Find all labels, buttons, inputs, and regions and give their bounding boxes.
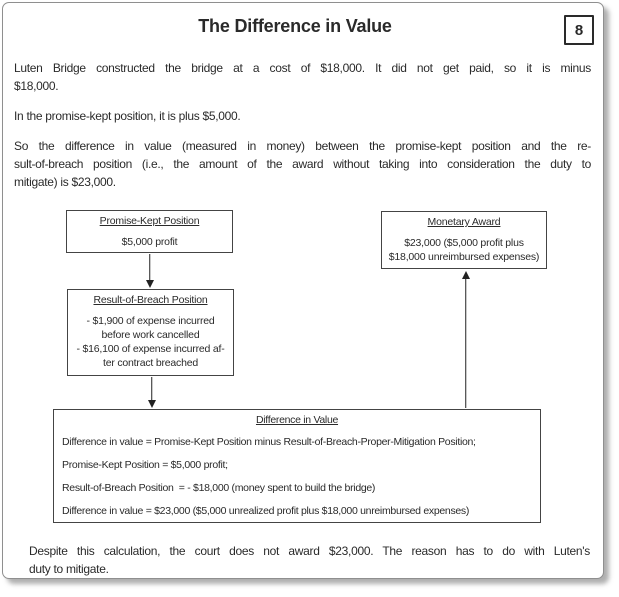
- footer-paragraph: Despite this calculation, the court does…: [29, 542, 590, 578]
- monetary-award-box: Monetary Award $23,000 ($5,000 profit pl…: [381, 211, 547, 269]
- text-line: Difference in value = Promise-Kept Posit…: [62, 436, 476, 448]
- result-of-breach-box: Result-of-Breach Position - $1,900 of ex…: [67, 289, 234, 376]
- paragraph-cost: Luten Bridge constructed the bridge at a…: [14, 59, 591, 95]
- text-line: Promise-Kept Position = $5,000 profit;: [62, 459, 228, 471]
- paragraph-promise-kept: In the promise-kept position, it is plus…: [14, 107, 591, 125]
- text-line: $18,000 unreimbursed expenses): [388, 251, 540, 263]
- arrow-up-icon: [461, 271, 470, 408]
- text-line: $5,000 profit: [121, 236, 178, 248]
- text-line: sult-of-breach position (i.e., the amoun…: [14, 157, 591, 171]
- page-number-box: 8: [564, 15, 594, 45]
- box-body: $5,000 profit: [67, 235, 232, 249]
- text-line: Difference in value = $23,000 ($5,000 un…: [62, 505, 470, 517]
- text-line: duty to mitigate.: [29, 562, 109, 576]
- text-line: $23,000 ($5,000 profit plus: [404, 237, 524, 249]
- page-title: The Difference in Value: [198, 16, 392, 36]
- box-title: Monetary Award: [427, 216, 501, 228]
- arrow-down-icon: [145, 254, 154, 288]
- text-line: - $16,100 of expense incurred af-: [76, 343, 225, 355]
- box-body: $23,000 ($5,000 profit plus $18,000 unrei…: [382, 236, 546, 264]
- box-title: Promise-Kept Position: [99, 215, 200, 227]
- box-body: Difference in value = Promise-Kept Posit…: [54, 431, 540, 523]
- box-title: Result-of-Breach Position: [93, 294, 208, 306]
- arrow-down-icon: [147, 377, 156, 408]
- text-line: mitigate) is $23,000.: [14, 175, 116, 189]
- box-title: Difference in Value: [255, 414, 339, 426]
- text-line: So the difference in value (measured in …: [14, 139, 591, 153]
- text-line: In the promise-kept position, it is plus…: [14, 109, 241, 123]
- body-paragraphs: Luten Bridge constructed the bridge at a…: [14, 59, 591, 203]
- difference-in-value-box: Difference in Value Difference in value …: [53, 409, 541, 523]
- text-line: Despite this calculation, the court does…: [29, 544, 590, 558]
- text-line: Result-of-Breach Position = - $18,000 (m…: [62, 482, 376, 494]
- promise-kept-box: Promise-Kept Position $5,000 profit: [66, 210, 233, 253]
- page-number: 8: [574, 21, 584, 39]
- box-body: - $1,900 of expense incurred before work …: [68, 314, 233, 370]
- paragraph-difference: So the difference in value (measured in …: [14, 137, 591, 191]
- text-line: $18,000.: [14, 79, 59, 93]
- text-line: ter contract breached: [102, 357, 199, 369]
- diagram: Promise-Kept Position $5,000 profit Mone…: [3, 3, 605, 580]
- page-card: The Difference in Value 8 Luten Bridge c…: [2, 2, 604, 579]
- text-line: - $1,900 of expense incurred: [86, 315, 215, 327]
- text-line: Luten Bridge constructed the bridge at a…: [14, 61, 591, 75]
- text-line: before work cancelled: [101, 329, 200, 341]
